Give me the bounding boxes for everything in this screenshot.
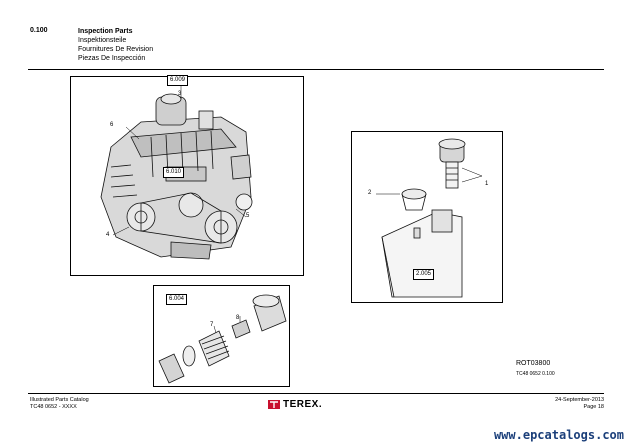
engine-label-5: 5 [246,213,250,219]
engine-illustration [100,86,253,260]
callout-6009: 6.009 [167,75,189,86]
title-spanish: Piezas De Inspección [78,55,146,62]
engine-label-3: 3 [178,91,182,97]
filter-label-8: 8 [236,315,240,321]
header-divider [28,69,604,70]
callout-2005: 2.005 [413,269,435,280]
tank-label-2: 2 [368,190,372,196]
filter-illustration [158,294,287,384]
illustration-reference-sub: TC48 0652 0.100 [516,371,555,377]
filter-label-7: 7 [210,322,214,328]
engine-figure [70,76,304,276]
terex-logo-icon [268,400,280,409]
footer-catalog-title: Illustrated Parts Catalog [30,397,89,403]
section-number: 0.100 [30,27,48,34]
title-french: Fournitures De Revision [78,46,154,53]
tank-label-1: 1 [485,181,489,187]
illustration-reference-code: ROT03800 [516,360,551,367]
footer-model-code: TC48 0652 - XXXX [30,404,77,410]
engine-label-4: 4 [106,232,110,238]
title-english: Inspection Parts [78,28,133,35]
footer-date-page: 24-September-2013 Page 18 [555,397,604,411]
watermark: www.epcatalogs.com [493,428,624,442]
footer-date: 24-September-2013 [555,397,604,403]
engine-label-6: 6 [110,122,114,128]
footer-page-number: Page 18 [583,404,605,410]
tank-illustration [376,138,483,298]
title-german: Inspektionsteile [78,37,127,44]
callout-6004: 6.004 [166,294,188,305]
brand-name: TEREX. [283,399,323,410]
footer-catalog-info: Illustrated Parts Catalog TC48 0652 - XX… [30,397,89,411]
section-title-block: Inspection Parts Inspektionsteile Fourni… [78,27,153,63]
footer-divider [28,393,604,394]
callout-6010: 6.010 [163,167,185,178]
